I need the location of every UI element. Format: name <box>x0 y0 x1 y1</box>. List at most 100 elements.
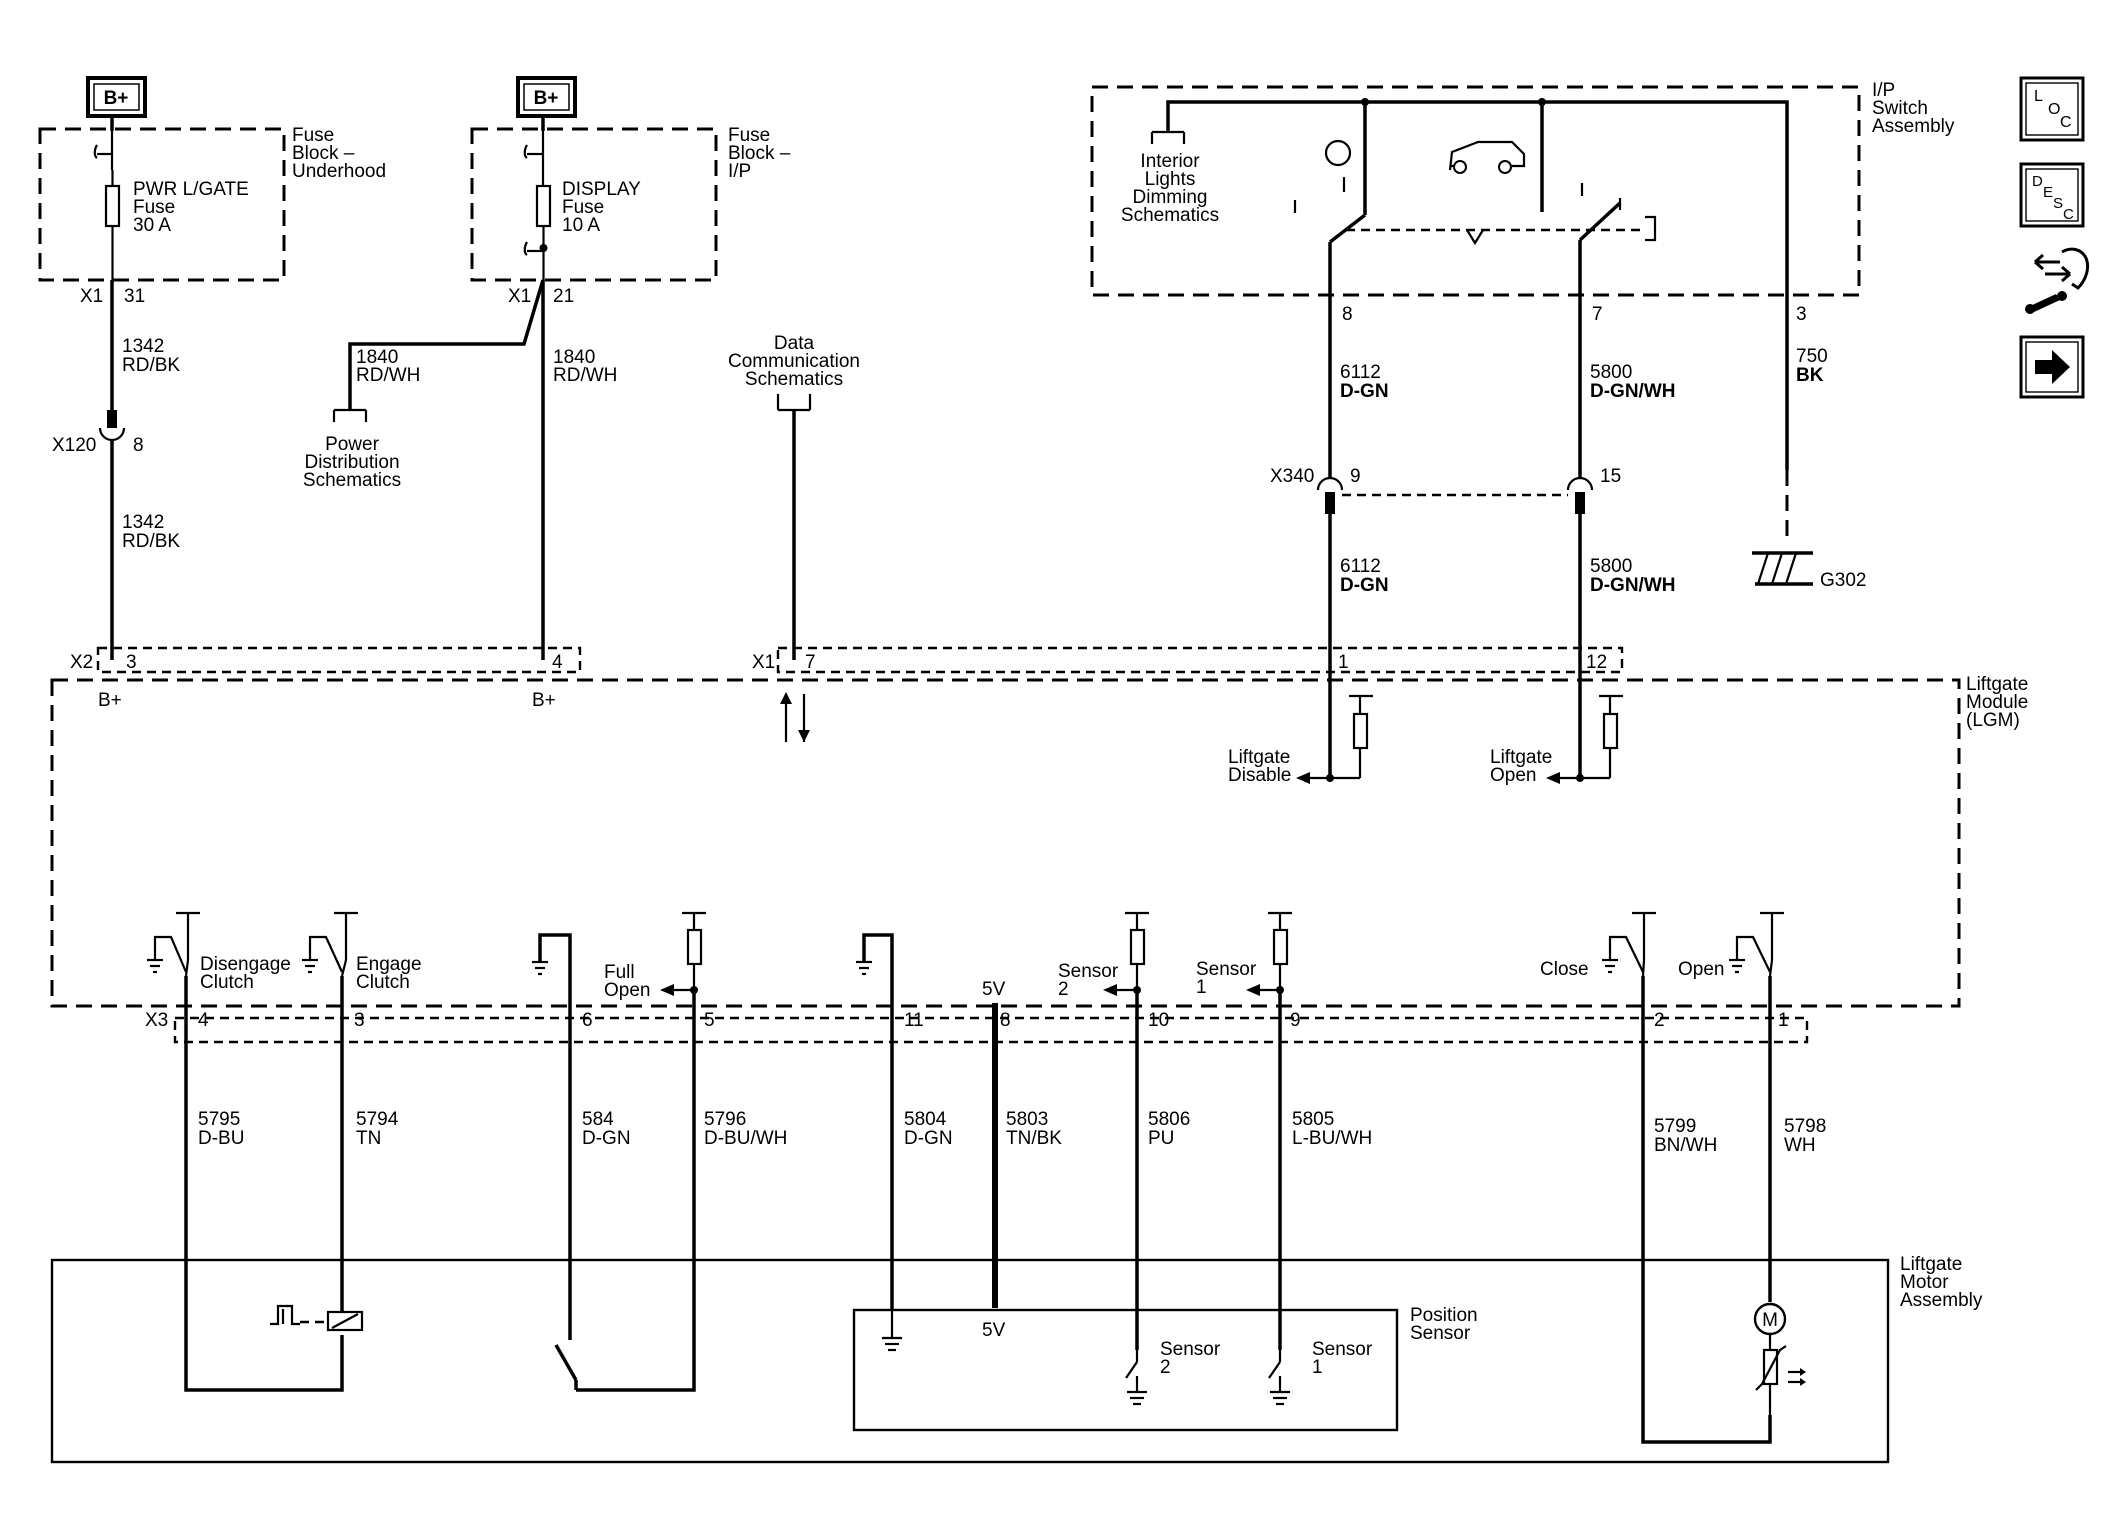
svg-text:Interior: Interior <box>1140 151 1200 172</box>
svg-text:5V: 5V <box>982 979 1006 1000</box>
position-sensor-label: Position Sensor <box>1410 1305 1478 1344</box>
fuse-symbol-2 <box>535 184 552 228</box>
sensor1-input: Sensor 1 <box>1196 911 1292 1350</box>
next-arrow-icon[interactable] <box>2019 335 2085 399</box>
svg-text:Clutch: Clutch <box>200 972 254 993</box>
x1-pin-7: 7 <box>805 652 816 673</box>
wire-1840-color-a: RD/WH <box>356 365 420 386</box>
wire-6112-color-b: D-GN <box>1340 575 1389 596</box>
position-sensor-5v: 5V <box>982 1320 1006 1341</box>
svg-text:Underhood: Underhood <box>292 161 386 182</box>
svg-text:Liftgate: Liftgate <box>1490 747 1552 768</box>
svg-text:Communication: Communication <box>728 351 860 372</box>
wire-6112-color-a: D-GN <box>1340 381 1389 402</box>
power-distribution-ref: Power Distribution Schematics <box>303 434 401 491</box>
wire-5805-color: L-BU/WH <box>1292 1128 1372 1149</box>
svg-text:C: C <box>2060 114 2072 131</box>
svg-text:30 A: 30 A <box>133 215 171 236</box>
svg-text:Schematics: Schematics <box>745 369 843 390</box>
sensor1-hall-switch: Sensor 1 <box>1268 1339 1373 1406</box>
switch-pin-3: 3 <box>1796 304 1807 325</box>
wire-5803-circuit: 5803 <box>1006 1109 1048 1130</box>
lock-button-icon <box>1324 139 1352 167</box>
svg-text:Power: Power <box>325 434 380 455</box>
x3-pin-2: 2 <box>1654 1010 1665 1031</box>
wire-5795-color: D-BU <box>198 1128 244 1149</box>
x3-pin-10: 10 <box>1148 1010 1169 1031</box>
x3-pin-4: 4 <box>198 1010 209 1031</box>
wire-5806-color: PU <box>1148 1128 1174 1149</box>
disengage-clutch-driver: Disengage Clutch <box>147 911 291 1245</box>
motor-assembly-outline <box>50 1258 1890 1464</box>
fuse2-connector: X1 <box>508 286 531 307</box>
wire-5796-circuit: 5796 <box>704 1109 746 1130</box>
svg-text:Block –: Block – <box>728 143 791 164</box>
svg-text:PWR L/GATE: PWR L/GATE <box>133 179 249 200</box>
bplus-source-2: B+ <box>516 76 577 118</box>
svg-text:D: D <box>2032 173 2043 190</box>
sensor2-hall-switch: Sensor 2 <box>1125 1339 1221 1406</box>
svg-text:Fuse: Fuse <box>562 197 604 218</box>
five-volt-reference: 5V <box>982 979 1006 1308</box>
connector-x2-strip <box>96 646 582 674</box>
x1-label: X1 <box>752 652 775 673</box>
sensor-ground-driver <box>856 933 894 1310</box>
ip-switch-assembly-label: I/P Switch Assembly <box>1872 80 1955 137</box>
svg-text:Liftgate: Liftgate <box>1900 1254 1962 1275</box>
x2-pin-3: 3 <box>126 652 137 673</box>
desc-icon[interactable]: D E S C <box>2019 162 2085 228</box>
wire-5800-color-a: D-GN/WH <box>1590 381 1675 402</box>
svg-text:Block –: Block – <box>292 143 355 164</box>
connector-x3-strip <box>173 1016 1809 1044</box>
fuse-block-underhood-outline <box>38 127 286 282</box>
svg-text:M: M <box>1762 1310 1778 1331</box>
troubleshoot-icon[interactable] <box>2025 247 2090 314</box>
bplus-label-2: B+ <box>534 88 559 109</box>
svg-text:Assembly: Assembly <box>1900 1290 1983 1311</box>
wire-6112-circuit-a: 6112 <box>1340 362 1381 383</box>
wire-5796-color: D-BU/WH <box>704 1128 787 1149</box>
svg-text:Position: Position <box>1410 1305 1478 1326</box>
connector-x1-strip <box>776 646 1624 674</box>
fuse-symbol-1 <box>104 184 121 228</box>
svg-text:15: 15 <box>1600 466 1621 487</box>
wire-584-color: D-GN <box>582 1128 631 1149</box>
fuse-block-ip-label: Fuse Block – I/P <box>728 125 791 182</box>
svg-text:Assembly: Assembly <box>1872 116 1955 137</box>
wire-5794-circuit: 5794 <box>356 1109 399 1130</box>
x3-pin-11: 11 <box>904 1010 924 1031</box>
position-sensor-outline <box>852 1308 1399 1432</box>
wire-750-circuit: 750 <box>1796 346 1828 367</box>
svg-text:DISPLAY: DISPLAY <box>562 179 641 200</box>
wire-1840-circuit-a: 1840 <box>356 347 398 368</box>
wire-1342-circuit-b: 1342 <box>122 512 164 533</box>
x3-pin-8: 8 <box>1000 1010 1011 1031</box>
svg-text:X340: X340 <box>1270 466 1314 487</box>
loc-icon[interactable]: L O C <box>2019 76 2085 142</box>
x3-pin-3: 3 <box>354 1010 365 1031</box>
switch-pin-7: 7 <box>1592 304 1603 325</box>
svg-text:Data: Data <box>774 333 815 354</box>
wire-6112-circuit-b: 6112 <box>1340 556 1381 577</box>
wire-5800-color-b: D-GN/WH <box>1590 575 1675 596</box>
x3-pin-1: 1 <box>1778 1010 1789 1031</box>
x2-pin-4: 4 <box>552 652 563 673</box>
liftgate-open-input: Liftgate Open <box>1490 660 1623 786</box>
svg-text:Close: Close <box>1540 959 1589 980</box>
fuse1-pin: 31 <box>124 286 145 307</box>
x3-pin-5: 5 <box>704 1010 715 1031</box>
position-sensor-ground-icon <box>882 1310 902 1352</box>
wire-1342-color-b: RD/BK <box>122 531 180 552</box>
svg-text:8: 8 <box>133 435 144 456</box>
liftgate-disable-input: Liftgate Disable <box>1228 660 1373 786</box>
svg-text:(LGM): (LGM) <box>1966 710 2020 731</box>
svg-text:Fuse: Fuse <box>133 197 175 218</box>
fuse2-pin: 21 <box>553 286 574 307</box>
svg-text:10 A: 10 A <box>562 215 600 236</box>
svg-text:Sensor: Sensor <box>1312 1339 1373 1360</box>
wire-5794-color: TN <box>356 1128 381 1149</box>
svg-text:2: 2 <box>1160 1357 1171 1378</box>
liftgate-vehicle-icon <box>1448 140 1526 174</box>
